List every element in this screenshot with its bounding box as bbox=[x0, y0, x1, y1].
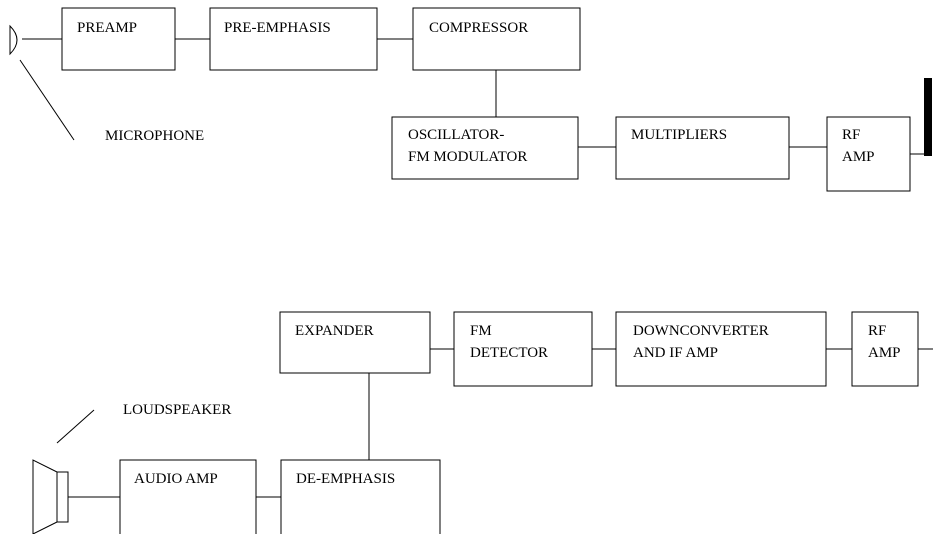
rx-rf-amp-label-line1: RF bbox=[868, 323, 886, 339]
preamp-block: PREAMP bbox=[61, 7, 176, 71]
tx-rf-amp-label-line1: RF bbox=[842, 127, 860, 143]
audio-amp-block: AUDIO AMP bbox=[119, 459, 257, 534]
multipliers-block: MULTIPLIERS bbox=[615, 116, 790, 180]
compressor-label: COMPRESSOR bbox=[429, 20, 528, 36]
transmit-antenna bbox=[924, 78, 932, 156]
multipliers-label: MULTIPLIERS bbox=[631, 127, 727, 143]
microphone-icon bbox=[9, 24, 18, 56]
tx-rf-amp-label-line2: AMP bbox=[842, 149, 875, 165]
fm-detector-label-line2: DETECTOR bbox=[470, 345, 548, 361]
audio-amp-label: AUDIO AMP bbox=[134, 471, 218, 487]
de-emphasis-block: DE-EMPHASIS bbox=[280, 459, 441, 534]
microphone-pointer-line bbox=[19, 59, 75, 141]
oscillator-label-line2: FM MODULATOR bbox=[408, 149, 527, 165]
loudspeaker-icon bbox=[32, 459, 69, 534]
expander-label: EXPANDER bbox=[295, 323, 374, 339]
fm-detector-label-line1: FM bbox=[470, 323, 492, 339]
transmitter-chain: MICROPHONE PREAMP PRE-EMPHASIS COMPRESSO… bbox=[9, 7, 932, 192]
loudspeaker-label: LOUDSPEAKER bbox=[123, 402, 231, 418]
tx-rf-amp-block: RF AMP bbox=[826, 116, 911, 192]
expander-block: EXPANDER bbox=[279, 311, 431, 374]
compressor-block: COMPRESSOR bbox=[412, 7, 581, 71]
microphone-label: MICROPHONE bbox=[105, 128, 204, 144]
preamp-label: PREAMP bbox=[77, 20, 137, 36]
downconverter-label-line1: DOWNCONVERTER bbox=[633, 323, 769, 339]
de-emphasis-label: DE-EMPHASIS bbox=[296, 471, 395, 487]
downconverter-if-amp-block: DOWNCONVERTER AND IF AMP bbox=[615, 311, 827, 387]
downconverter-label-line2: AND IF AMP bbox=[633, 345, 718, 361]
loudspeaker-pointer-line bbox=[56, 409, 95, 444]
oscillator-fm-modulator-block: OSCILLATOR- FM MODULATOR bbox=[391, 116, 579, 180]
pre-emphasis-block: PRE-EMPHASIS bbox=[209, 7, 378, 71]
pre-emphasis-label: PRE-EMPHASIS bbox=[224, 20, 331, 36]
fm-detector-block: FM DETECTOR bbox=[453, 311, 593, 387]
oscillator-label-line1: OSCILLATOR- bbox=[408, 127, 504, 143]
rx-rf-amp-label-line2: AMP bbox=[868, 345, 901, 361]
receiver-chain: LOUDSPEAKER EXPANDER FM DETECTOR DOWNCON… bbox=[32, 311, 933, 534]
rx-rf-amp-block: RF AMP bbox=[851, 311, 919, 387]
